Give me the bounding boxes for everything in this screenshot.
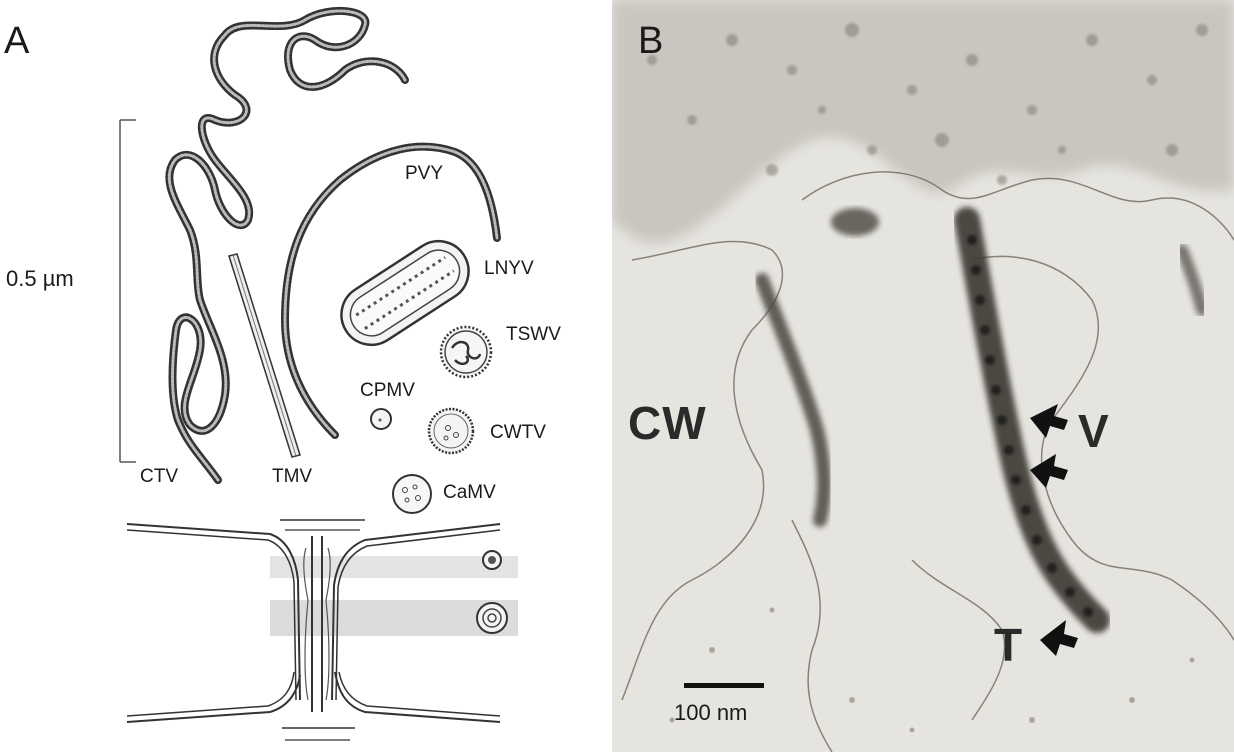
- plasmodesma-diagram: [127, 520, 518, 740]
- label-tswv: TSWV: [506, 324, 561, 346]
- panel-a: A 0.5 µm PVY LNYV TSWV CPMV CWTV CaMV CT…: [0, 0, 612, 752]
- scale-bracket: [120, 120, 136, 462]
- tswv-particle: [441, 327, 491, 377]
- label-tmv: TMV: [272, 466, 312, 488]
- panel-a-drawing: [0, 0, 612, 752]
- micrograph-image: [612, 0, 1234, 752]
- label-t: T: [994, 618, 1023, 672]
- scale-bar: [684, 683, 764, 688]
- label-pvy: PVY: [405, 163, 443, 185]
- panel-a-letter: A: [4, 20, 29, 63]
- cwtv-particle: [429, 409, 473, 453]
- ctv-particle: [169, 11, 405, 480]
- label-lnyv: LNYV: [484, 258, 534, 280]
- label-cwtv: CWTV: [490, 422, 546, 444]
- scale-bar-label: 100 nm: [674, 700, 747, 726]
- panel-b-letter: B: [638, 20, 663, 63]
- cpmv-particle: [371, 409, 391, 429]
- panel-b: B CW V T 100 nm: [612, 0, 1234, 752]
- label-v: V: [1078, 404, 1110, 458]
- label-camv: CaMV: [443, 482, 496, 504]
- label-cpmv: CPMV: [360, 380, 415, 402]
- label-ctv: CTV: [140, 466, 178, 488]
- label-cw: CW: [628, 396, 707, 450]
- scale-label: 0.5 µm: [6, 266, 74, 292]
- camv-particle: [393, 475, 431, 513]
